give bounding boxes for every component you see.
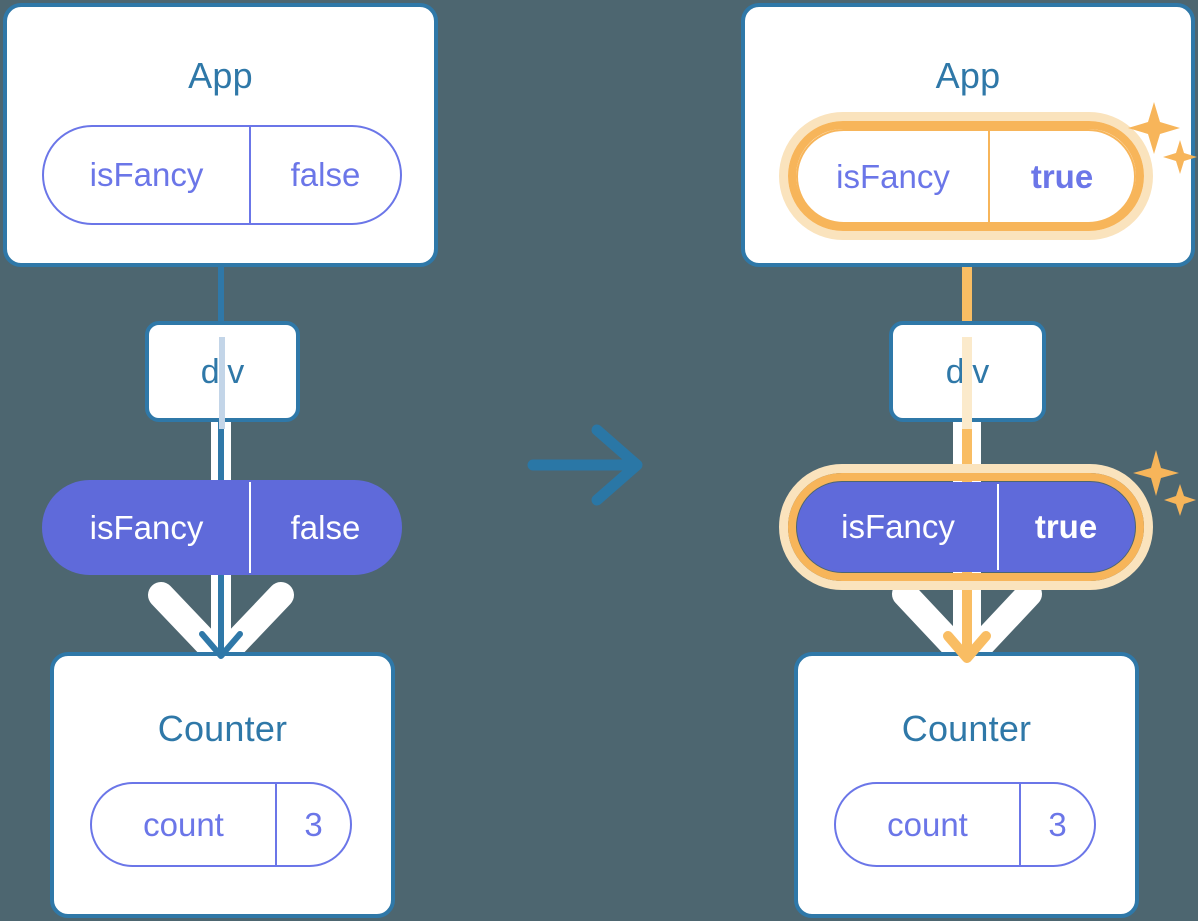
connector-inside-div xyxy=(219,337,225,429)
after-counter-state-key: count xyxy=(887,805,968,843)
before-app-state-pill: isFancy false xyxy=(42,125,402,225)
after-app-state-value: true xyxy=(988,131,1134,222)
before-app-title: App xyxy=(188,55,253,96)
after-app-state-pill: isFancy true xyxy=(796,129,1136,224)
after-prop-pill: isFancy true xyxy=(797,482,1135,572)
after-app-highlight-ring-inner xyxy=(788,121,1144,231)
after-prop-key: isFancy xyxy=(841,508,955,545)
after-prop-value: true xyxy=(997,484,1133,570)
after-prop-highlight-ring xyxy=(779,464,1153,590)
before-prop-key: isFancy xyxy=(89,508,204,546)
after-counter-state-value: 3 xyxy=(1019,784,1094,865)
after-connector-app-to-div xyxy=(962,215,972,327)
before-arrow-to-counter xyxy=(199,570,243,659)
after-prop-sparkles-icon xyxy=(1133,450,1196,516)
after-connector-inside-div xyxy=(962,337,972,429)
after-app-state-key: isFancy xyxy=(836,157,950,195)
after-app-title: App xyxy=(935,55,1001,96)
before-counter-state-key: count xyxy=(143,805,224,843)
before-counter-title: Counter xyxy=(157,708,288,749)
before-app-state-key: isFancy xyxy=(89,156,204,193)
after-connector-div-to-prop xyxy=(962,418,972,490)
before-counter-state-pill: count 3 xyxy=(90,782,352,867)
connector-app-to-div xyxy=(218,256,224,326)
connector-div-to-prop xyxy=(218,418,224,490)
after-app-sparkles-icon xyxy=(1128,102,1197,174)
before-app-state-value: false xyxy=(249,127,400,223)
arrow-right-icon xyxy=(527,424,643,506)
after-counter-title: Counter xyxy=(901,708,1032,749)
after-app-highlight-ring xyxy=(779,112,1153,240)
before-prop-value: false xyxy=(249,482,400,573)
after-counter-state-pill: count 3 xyxy=(834,782,1096,867)
before-prop-pill: isFancy false xyxy=(42,480,402,575)
after-prop-highlight-ring-inner xyxy=(788,473,1144,581)
before-counter-state-value: 3 xyxy=(275,784,350,865)
